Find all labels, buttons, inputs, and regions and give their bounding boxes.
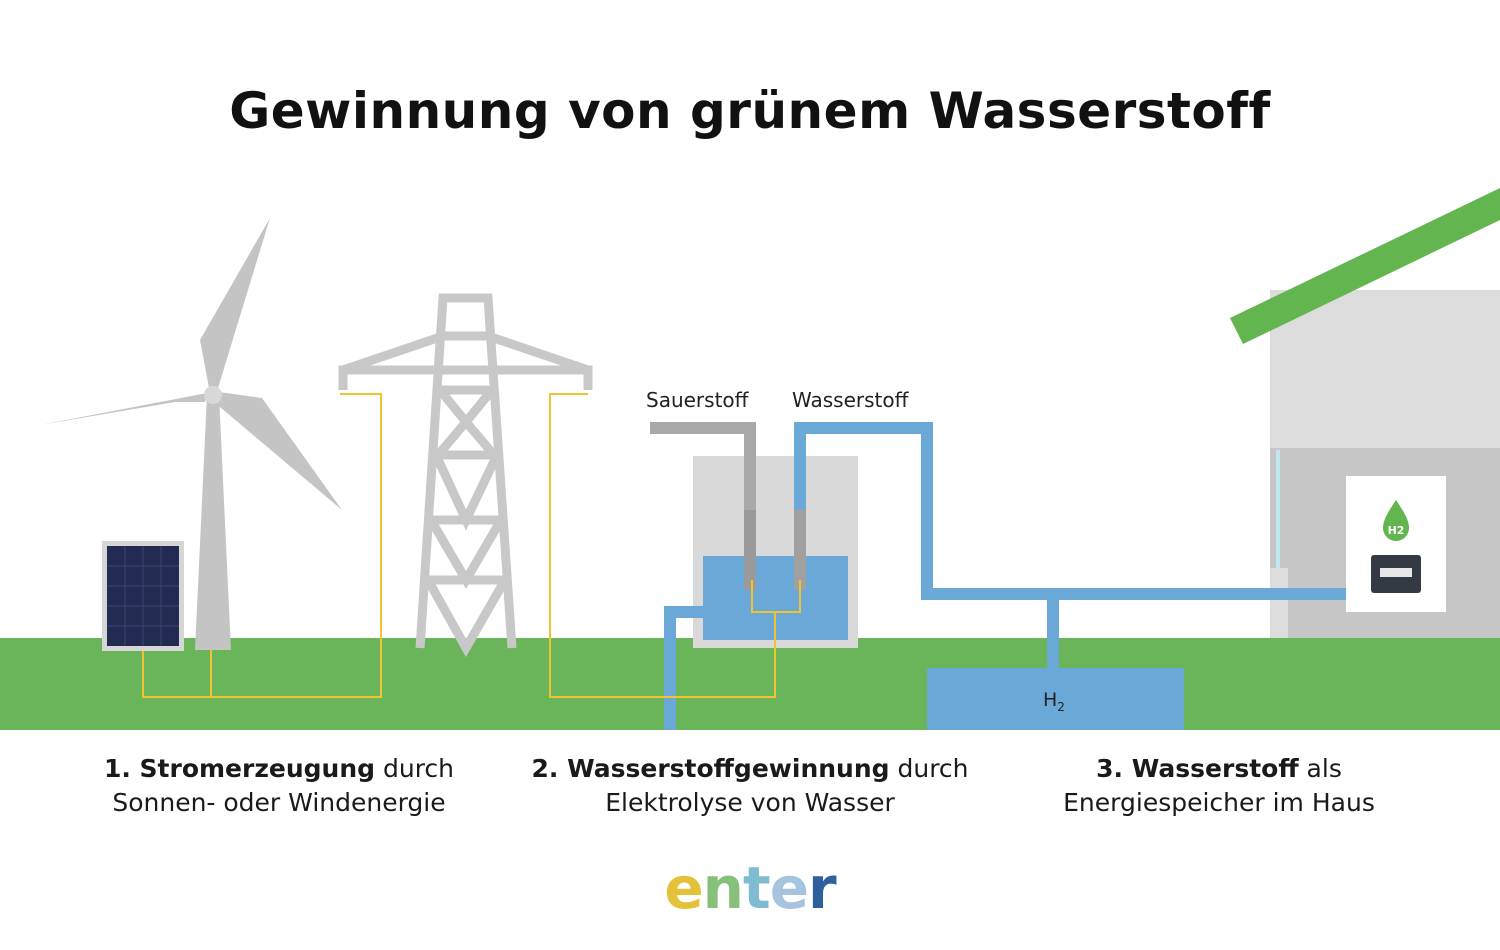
hydrogen-electrode	[794, 510, 806, 590]
wind-turbine	[40, 218, 342, 650]
wire-electrode-h2	[775, 580, 801, 613]
tank-label-sub: 2	[1057, 699, 1065, 714]
step-1-line2: Sonnen- oder Windenergie	[112, 788, 446, 817]
step-2-caption: 2. Wasserstoffgewinnung durch Elektrolys…	[510, 752, 990, 820]
logo-letter-4: e	[769, 854, 809, 922]
tank-label-main: H	[1043, 689, 1058, 711]
hydrogen-pipe	[794, 422, 1346, 600]
step-2-bold: 2. Wasserstoffgewinnung	[531, 754, 890, 783]
page-title: Gewinnung von grünem Wasserstoff	[229, 82, 1271, 140]
power-wiring	[142, 393, 801, 698]
wire-source	[142, 393, 382, 698]
device-badge-text: H2	[1388, 524, 1405, 537]
step-3-line2: Energiespeicher im Haus	[1063, 788, 1375, 817]
house-window-edge	[1276, 450, 1280, 570]
logo-letter-2: n	[702, 854, 744, 922]
ground	[0, 638, 1500, 730]
step-3-bold: 3. Wasserstoff	[1096, 754, 1299, 783]
house-step	[1270, 568, 1288, 648]
oxygen-label: Sauerstoff	[646, 388, 749, 412]
turbine-hub	[204, 386, 222, 404]
logo-letter-5: r	[808, 854, 837, 922]
turbine-tower	[195, 395, 231, 650]
logo-letter-3: t	[742, 854, 771, 922]
house-roof	[1230, 188, 1500, 344]
step-2-line2: Elektrolyse von Wasser	[605, 788, 895, 817]
hydrogen-drop-icon	[1383, 500, 1409, 541]
step-3-rest: als	[1298, 754, 1342, 783]
step-1-rest: durch	[375, 754, 455, 783]
water-inlet-pipe	[664, 606, 703, 730]
step-1-caption: 1. Stromerzeugung durch Sonnen- oder Win…	[39, 752, 519, 820]
step-3-caption: 3. Wasserstoff als Energiespeicher im Ha…	[979, 752, 1459, 820]
turbine-blade-left	[40, 393, 207, 425]
solar-panel	[102, 541, 184, 651]
logo-letter-1: e	[664, 854, 703, 922]
tank-label: H2	[1043, 689, 1065, 714]
transmission-tower	[338, 293, 593, 658]
step-1-bold: 1. Stromerzeugung	[103, 754, 376, 783]
enter-logo: enter	[0, 858, 1500, 918]
fuel-cell-display	[1380, 568, 1412, 577]
wire-grid-to-electrolyser	[549, 393, 776, 698]
hydrogen-storage-tank	[927, 668, 1184, 730]
turbine-blade-up	[200, 218, 270, 388]
turbine-blade-right	[214, 392, 342, 510]
house: H2	[1230, 188, 1500, 648]
house-upper-wall	[1270, 290, 1500, 450]
step-2-rest: durch	[889, 754, 969, 783]
oxygen-electrode	[744, 510, 756, 590]
hydrogen-label: Wasserstoff	[792, 388, 909, 412]
